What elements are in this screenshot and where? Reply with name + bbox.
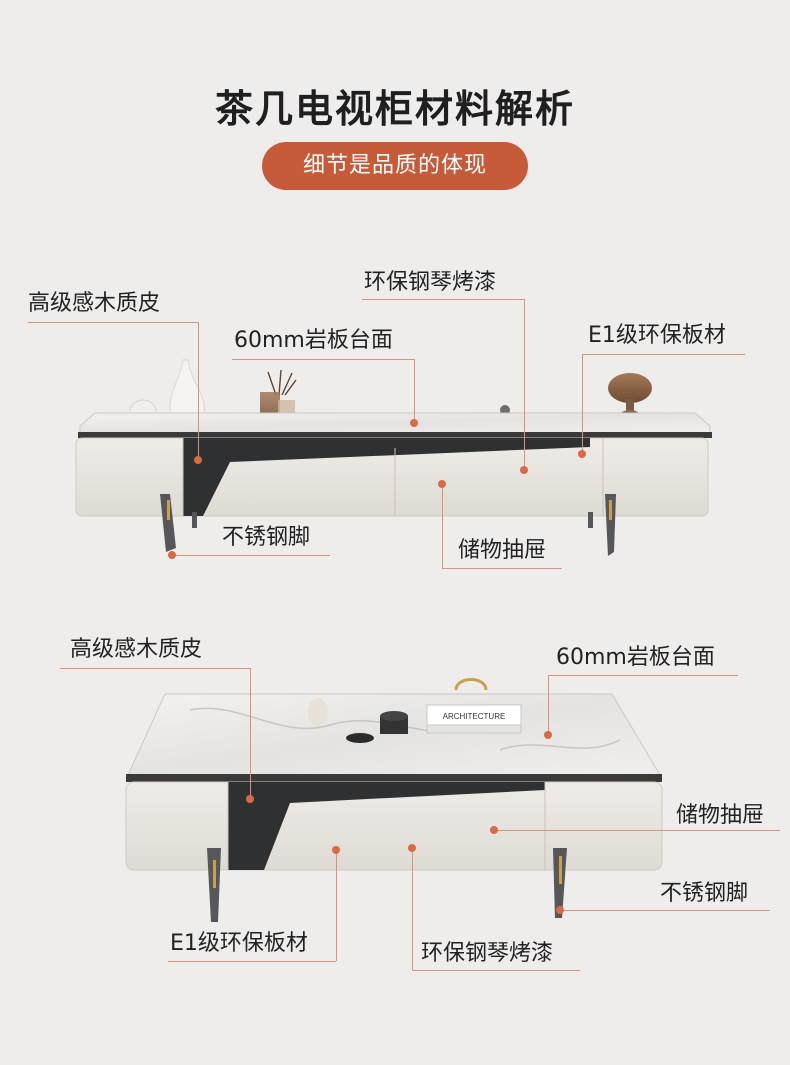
- tv-label-leather: 高级感木质皮: [28, 291, 161, 316]
- tv-dot-board: [578, 450, 586, 458]
- table-label-board: E1级环保板材: [170, 931, 308, 956]
- tv-leader-paint: [362, 299, 525, 300]
- coffee-table-illustration: ARCHITECTURE: [125, 678, 663, 922]
- tv-cabinet-illustration: [75, 359, 712, 556]
- table-leader-slab-v: [548, 675, 549, 735]
- table-label-leather: 高级感木质皮: [70, 637, 203, 662]
- table-leader-feet: [560, 910, 770, 911]
- table-leader-leather: [60, 668, 250, 669]
- tv-label-slab: 60mm岩板台面: [234, 328, 393, 353]
- table-dot-slab: [544, 731, 552, 739]
- tv-leader-paint-v: [524, 299, 525, 470]
- table-dot-drawer: [490, 826, 498, 834]
- table-leader-board: [168, 961, 336, 962]
- subtitle-badge: 细节是品质的体现: [262, 142, 528, 190]
- table-leader-board-v: [336, 850, 337, 961]
- diffuser-decor: [267, 369, 297, 396]
- tv-leader-feet: [172, 555, 330, 556]
- tv-dot-paint: [520, 466, 528, 474]
- tv-dot-drawer: [438, 480, 446, 488]
- page-title: 茶几电视柜材料解析: [214, 87, 575, 131]
- table-leader-slab: [548, 675, 738, 676]
- table-label-paint: 环保钢琴烤漆: [421, 941, 554, 966]
- table-label-feet: 不锈钢脚: [660, 881, 749, 906]
- tv-leader-slab-v: [414, 359, 415, 423]
- book-stack-decor: ARCHITECTURE: [426, 678, 522, 734]
- table-label-drawer: 储物抽屉: [676, 803, 765, 828]
- table-dot-board: [332, 846, 340, 854]
- book-title: ARCHITECTURE: [443, 712, 506, 721]
- stainless-legs: [160, 494, 616, 556]
- tv-label-feet: 不锈钢脚: [222, 525, 311, 550]
- tv-leader-leather-v: [198, 322, 199, 460]
- tv-dot-slab: [410, 419, 418, 427]
- tv-label-drawer: 储物抽屉: [458, 538, 547, 563]
- tv-leader-board-v: [582, 354, 583, 454]
- tv-leader-drawer: [442, 568, 562, 569]
- table-leader-paint-v: [412, 848, 413, 970]
- tv-leader-board: [582, 354, 745, 355]
- tv-leader-slab: [232, 359, 414, 360]
- table-leader-drawer: [494, 830, 780, 831]
- tray-decor: [308, 698, 408, 743]
- tv-dot-feet: [168, 551, 176, 559]
- table-dot-paint: [408, 844, 416, 852]
- tv-leader-leather: [28, 322, 198, 323]
- tv-dot-leather: [194, 456, 202, 464]
- table-dot-leather: [246, 795, 254, 803]
- table-label-slab: 60mm岩板台面: [556, 645, 715, 670]
- table-leader-paint: [412, 970, 580, 971]
- tv-label-board: E1级环保板材: [588, 323, 726, 348]
- tv-label-paint: 环保钢琴烤漆: [364, 270, 497, 295]
- table-dot-feet: [556, 906, 564, 914]
- table-leader-leather-v: [250, 668, 251, 799]
- tv-leader-drawer-v: [442, 484, 443, 568]
